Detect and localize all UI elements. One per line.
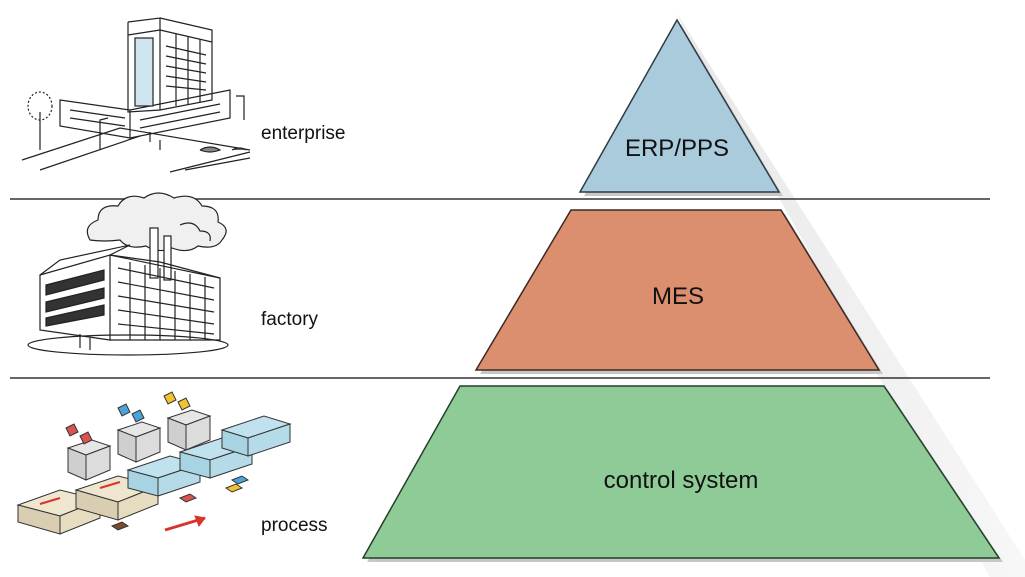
level-label-factory: factory xyxy=(261,309,319,330)
pyramid-tier-mes xyxy=(474,209,881,371)
pyramid-tier-erp-pps xyxy=(578,18,781,193)
tier-label-control-system: control system xyxy=(604,467,759,494)
office-building-icon xyxy=(21,17,251,173)
tier-label-mes: MES xyxy=(652,283,704,310)
factory-icon xyxy=(27,192,229,356)
pyramid-shadow xyxy=(676,12,1025,577)
level-label-enterprise: enterprise xyxy=(261,123,346,144)
pyramid-tier-control-system xyxy=(361,385,1001,559)
level-label-process: process xyxy=(261,515,328,536)
tier-label-erp-pps: ERP/PPS xyxy=(625,135,729,162)
production-line-icon xyxy=(16,391,292,535)
